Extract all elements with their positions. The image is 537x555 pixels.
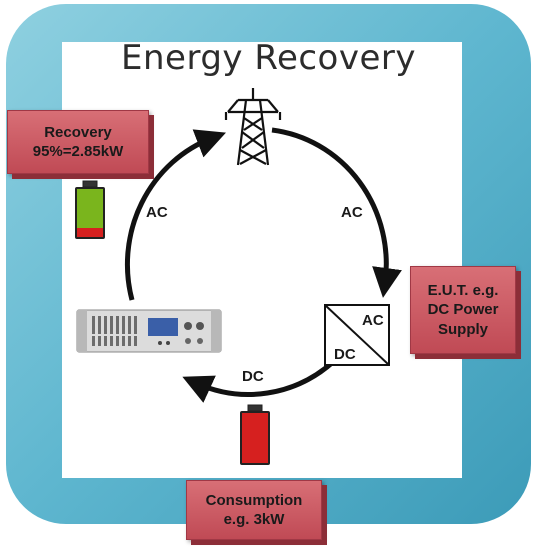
flow-label-ac-left: AC	[146, 204, 168, 221]
consumption-callout: Consumption e.g. 3kW	[186, 480, 322, 540]
arc-grid-to-eut	[271, 127, 402, 298]
eut-line-2: DC Power	[427, 301, 499, 319]
ac-dc-converter-icon	[324, 304, 390, 366]
electronic-load-device-icon	[76, 309, 222, 353]
recovery-label: Recovery	[44, 123, 112, 141]
eut-line-1: E.U.T. e.g.	[427, 281, 499, 299]
recovery-value: 95%=2.85kW	[32, 143, 124, 160]
flow-label-ac-right: AC	[341, 204, 363, 221]
power-pylon-icon	[224, 88, 282, 166]
eut-callout: E.U.T. e.g. DC Power Supply	[410, 266, 516, 354]
battery-full-icon	[75, 180, 105, 239]
recovery-callout: Recovery 95%=2.85kW	[7, 110, 149, 174]
arc-eut-to-load	[182, 360, 335, 403]
converter-ac-label: AC	[362, 312, 384, 329]
eut-line-3: Supply	[437, 320, 488, 338]
battery-empty-icon	[240, 404, 270, 465]
consumption-value: e.g. 3kW	[223, 511, 285, 528]
diagram-title: Energy Recovery	[121, 38, 416, 78]
consumption-label: Consumption	[205, 491, 303, 509]
converter-dc-label: DC	[334, 346, 356, 363]
arc-load-to-grid	[124, 129, 226, 301]
flow-label-dc-bottom: DC	[242, 368, 264, 385]
